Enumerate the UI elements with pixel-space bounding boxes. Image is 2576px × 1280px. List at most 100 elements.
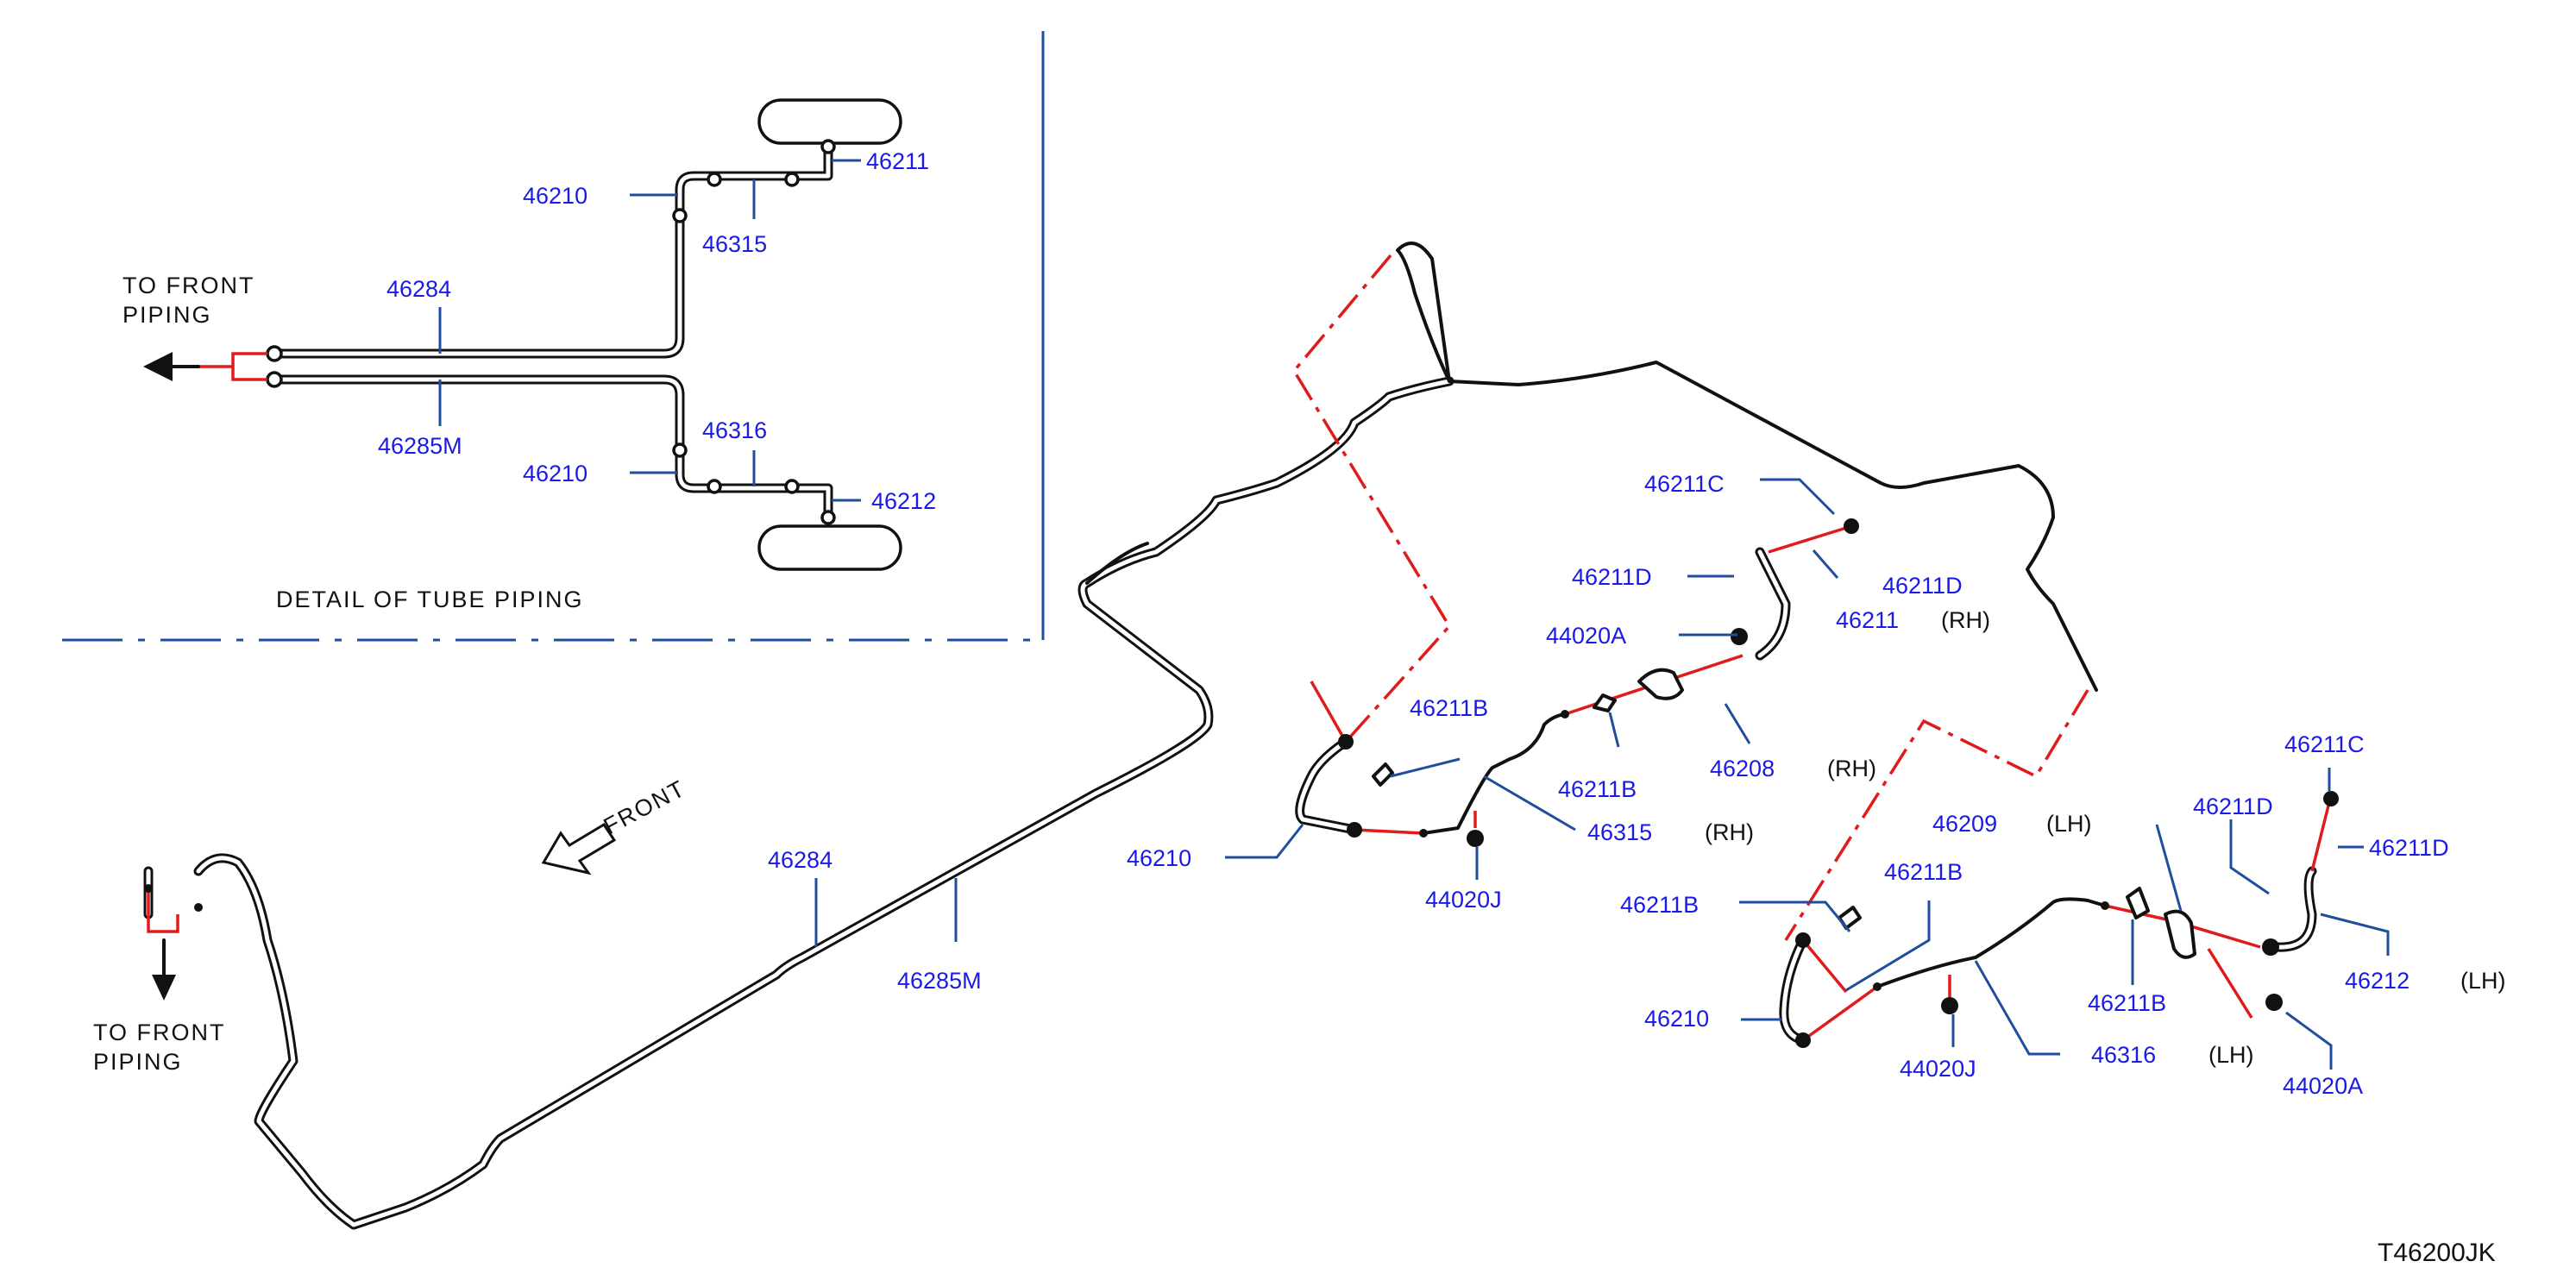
label-46212: 46212 [871,488,936,514]
label-46208: 46208 [1710,756,1775,781]
rh-tube-46315 [1422,712,1567,835]
joint [672,442,688,458]
lh-end-fitting [1795,1032,1811,1048]
label-46316-main: 46316 [2091,1042,2156,1068]
joint [784,479,800,494]
main-piping-view: FRONT [93,242,2506,1230]
lh-hose-path [1784,689,2089,941]
lh-bolt-44020j [1941,997,1958,1014]
label-46315: 46315 [702,231,767,257]
label-46316: 46316 [702,417,767,443]
joint [707,479,722,494]
label-44020j-lh: 44020J [1900,1056,1976,1082]
label-46285m: 46285M [378,433,462,459]
joint-dot [1873,982,1882,991]
label-46211d-rh-right: 46211D [1882,573,1963,599]
joint [784,172,800,187]
main-to-front-line1: TO FRONT [93,1020,226,1045]
label-44020j-rh: 44020J [1425,887,1502,913]
detail-title: DETAIL OF TUBE PIPING [276,587,584,612]
label-46210-top: 46210 [523,183,587,209]
leader-46211d-lh-left [2229,819,2270,895]
joint [820,139,836,154]
leader-46211b-lh-left [1739,900,1851,932]
main-line-branch [1085,542,1149,585]
front-arrow-icon [541,822,617,875]
joint-dot [1561,710,1569,718]
joint [820,510,836,525]
front-left-connector [147,888,179,933]
detail-pipe-upper-inner [272,144,831,356]
leader-46209 [2155,824,2183,912]
main-to-front-line2: PIPING [93,1049,183,1075]
leader-46211b-lh-top [1845,900,1931,992]
leader-46208 [1724,703,1751,744]
joint-dot [2101,901,2109,910]
to-front-down-arrow-icon [152,975,176,1001]
label-46211b-lh-top: 46211B [1884,859,1963,885]
label-46209: 46209 [1932,811,1997,837]
leader-46211b-rh-clip [1608,712,1620,748]
label-46284: 46284 [386,276,451,302]
label-46315-main: 46315 [1587,819,1652,845]
detail-of-tube-piping: TO FRONT PIPING DETAIL OF TUBE PIPING 46… [62,31,1045,642]
leader-46211d-rh-right [1812,549,1839,579]
rh-hose-path [1291,254,1452,744]
label-46210-rh: 46210 [1127,845,1191,871]
rh-clip-46211b-lower [1372,762,1394,787]
label-46285m-main: 46285M [897,968,982,994]
label-46211b-lh-bottom: 46211B [2088,990,2166,1016]
label-lh-b: (LH) [2208,1042,2254,1068]
label-44020a-rh: 44020A [1546,623,1626,649]
front-label: FRONT [600,775,690,839]
rh-clip-46211b [1593,693,1617,712]
label-44020a-lh: 44020A [2283,1073,2363,1099]
rh-hose-46211-inner [1757,549,1788,658]
detail-front-connector [195,352,267,381]
label-46210-lh: 46210 [1644,1006,1709,1032]
main-tube-leaders [814,878,958,947]
leader-46211c-rh [1760,478,1836,516]
label-46212-main: 46212 [2345,968,2410,994]
label-46211b-rh-top: 46211B [1410,695,1488,721]
leader-46316 [1974,960,2060,1056]
detail-pipe-lower [269,374,833,523]
label-46211d-lh-right: 46211D [2369,835,2449,861]
label-46210-bottom: 46210 [523,461,587,486]
lh-upper-fitting [1795,932,1811,948]
joint [266,345,283,362]
label-46211b-lh-left: 46211B [1620,892,1699,918]
rh-upper-fitting [1338,734,1354,750]
label-46211-rh: 46211 [1836,607,1899,633]
rh-bolt-44020j [1467,830,1484,847]
joint [266,371,283,388]
joint [672,208,688,223]
lh-flex-hose-46210-inner [1781,938,1806,1043]
rh-bracket-46208 [1637,668,1684,700]
rear-tire-bottom [757,524,902,571]
joint-dot [144,884,153,893]
lh-bolt-44020a [2265,994,2283,1011]
lh-tube-46316 [1875,897,2107,988]
rh-flex-hose-46210-inner [1297,739,1357,832]
detail-pipe-lower-inner [272,377,831,520]
label-46211c-rh: 46211C [1644,471,1725,497]
lh-union-46211c [2323,791,2339,806]
label-46211d-lh-left: 46211D [2193,794,2273,819]
label-rh-a: (RH) [1941,607,1990,633]
lh-clip-46211b [2126,887,2150,919]
label-rh-c: (RH) [1705,819,1754,845]
detail-to-front-line2: PIPING [123,302,212,328]
rh-red-top [1768,526,1847,554]
leader-46210-rh [1225,824,1304,859]
label-lh-a: (LH) [2046,811,2092,837]
label-46211b-rh-clip: 46211B [1558,776,1637,802]
label-46211: 46211 [866,148,929,174]
label-46211c-lh: 46211C [2284,731,2365,757]
joint [707,172,722,187]
lh-bracket-46209 [2164,909,2196,959]
rear-tire-top [757,98,902,145]
drawing-code: T46200JK [2378,1239,2496,1267]
leader-46315 [1483,775,1576,831]
